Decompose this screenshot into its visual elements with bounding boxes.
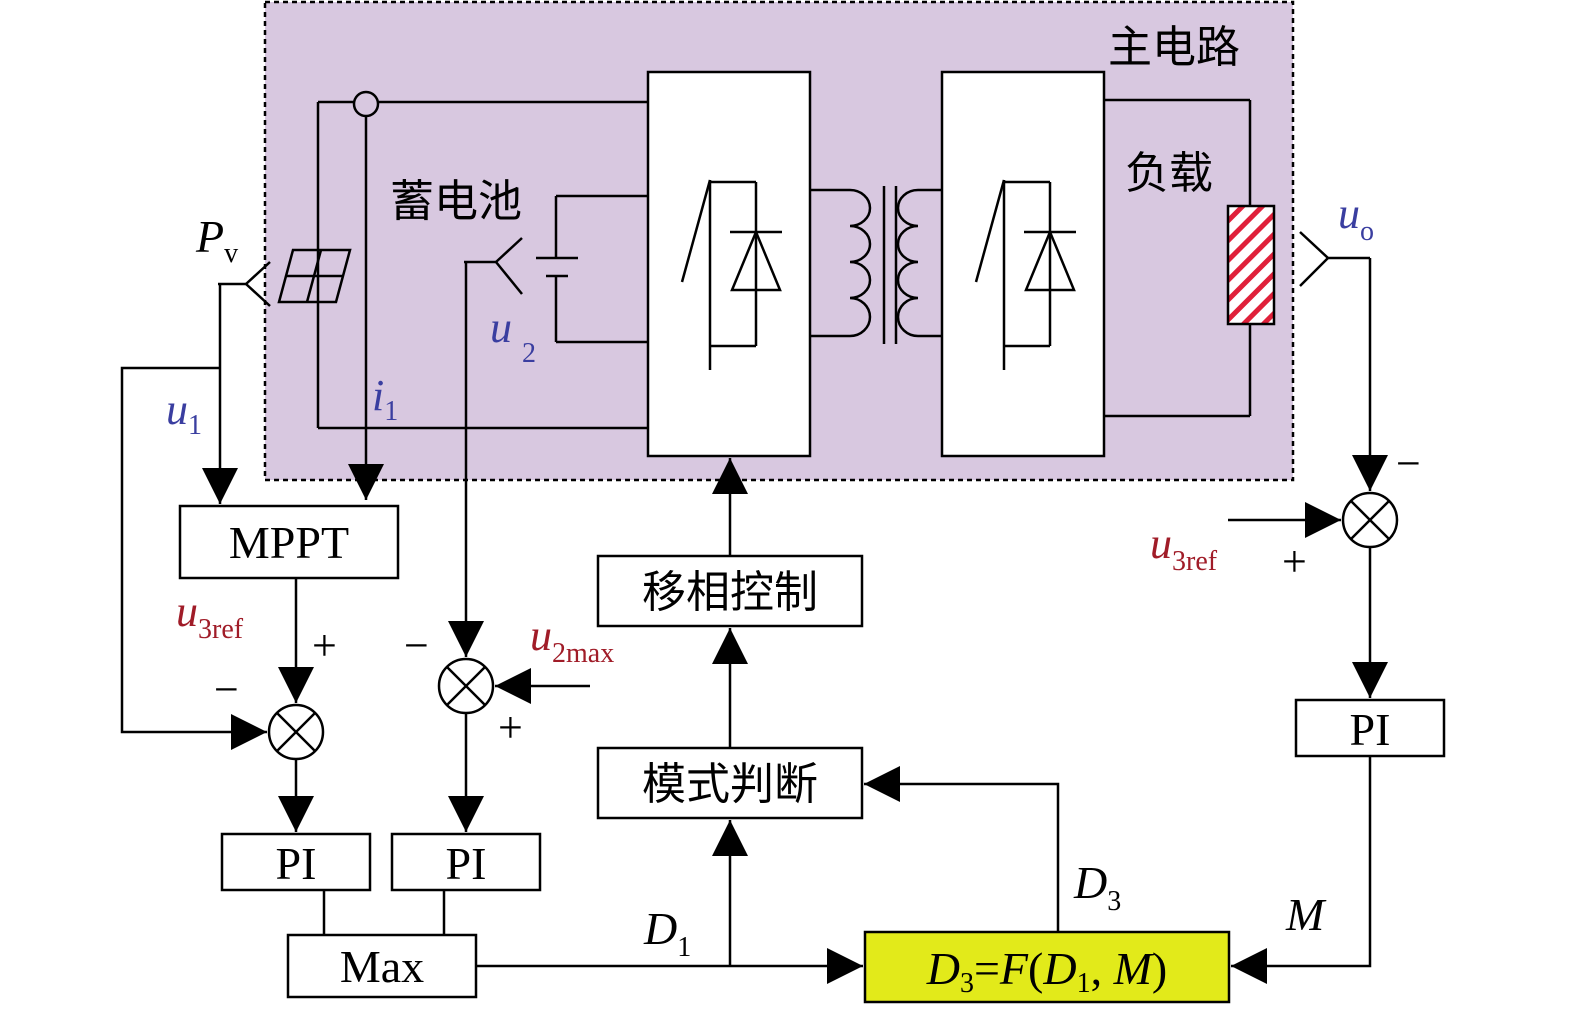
summing-junction-mid: [437, 657, 495, 715]
phase-shift-label: 移相控制: [642, 567, 818, 618]
pv-symbol: Pv: [195, 211, 238, 269]
load-resistor: [1226, 204, 1276, 326]
plus-sign-right: +: [1282, 537, 1307, 586]
minus-sign-right: −: [1396, 439, 1421, 488]
transformer: [810, 186, 942, 344]
u3ref-right-label: u3ref: [1150, 519, 1218, 577]
output-voltage-probe: [1299, 231, 1370, 287]
d3-label: D3: [1073, 857, 1121, 917]
minus-sign-left: −: [214, 665, 239, 714]
current-sensor: [352, 90, 380, 118]
load-wiring: [1104, 98, 1252, 418]
pi-block-left: [220, 832, 372, 892]
plus-sign-left: +: [312, 621, 337, 670]
dc-dc-converter-left: [646, 70, 812, 458]
max-label: Max: [340, 941, 424, 992]
pv-panel-icon: [277, 248, 352, 304]
battery-icon: [536, 194, 648, 344]
u3ref-left-label: u3ref: [176, 587, 244, 645]
mode-judge-block: [596, 746, 864, 820]
max-block: [286, 933, 478, 999]
mppt-label: MPPT: [229, 517, 349, 568]
pi-mid-label: PI: [446, 838, 487, 889]
load-label: 负载: [1125, 148, 1213, 199]
u2-label: u2: [490, 303, 536, 369]
summing-junction-left: [267, 703, 325, 761]
m-label: M: [1285, 889, 1327, 940]
pi-block-mid: [390, 832, 542, 892]
pi-block-right: [1294, 698, 1446, 758]
main-circuit-title: 主电路: [1108, 22, 1240, 73]
battery-voltage-probe: [464, 237, 523, 295]
mode-judge-label: 模式判断: [642, 759, 818, 810]
dc-dc-converter-right: [940, 70, 1106, 458]
pi-left-label: PI: [276, 838, 317, 889]
igbt-switch-left: [680, 179, 782, 370]
battery-label: 蓄电池: [390, 176, 522, 227]
summing-junction-right: [1341, 491, 1399, 549]
formula-block: [863, 930, 1231, 1004]
pv-voltage-probe: [218, 261, 271, 307]
plus-sign-mid: +: [498, 703, 523, 752]
pi-right-label: PI: [1350, 704, 1391, 755]
minus-sign-mid: −: [404, 621, 429, 670]
u1-label: u1: [166, 385, 202, 441]
formula-label: D3=F(D1, M): [926, 943, 1168, 999]
signal-wires: [120, 258, 1388, 984]
i1-label: i1: [372, 371, 398, 427]
u2max-label: u2max: [530, 611, 614, 669]
mppt-block: [178, 504, 400, 580]
igbt-switch-right: [974, 179, 1076, 370]
uo-label: uo: [1338, 189, 1374, 247]
d1-label: D1: [643, 903, 691, 963]
